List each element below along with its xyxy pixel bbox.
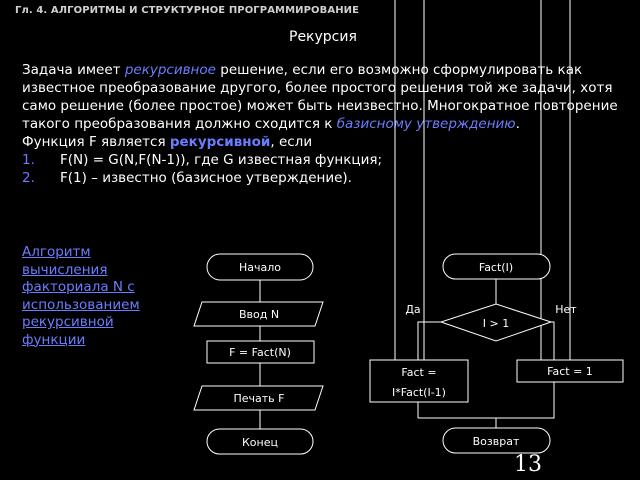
text: решение, если его возможно сформулироват… [22, 62, 618, 132]
base-label: Fact = 1 [547, 365, 593, 378]
terminator-fact [442, 253, 551, 280]
term-recursive-bold: рекурсивной [169, 134, 271, 150]
return-label: Возврат [473, 435, 520, 448]
terminator-return [442, 427, 551, 454]
slide-title: Рекурсия [289, 29, 357, 45]
paragraph-definition: Задача имеет рекурсивное решение, если е… [22, 61, 622, 133]
terminator-start [206, 253, 314, 281]
term-recursive: рекурсивное [124, 62, 216, 78]
body-text: Задача имеет рекурсивное решение, если е… [22, 61, 622, 187]
page-number: 13 [514, 452, 542, 477]
list-number: 2. [22, 170, 35, 186]
no-branch-line [551, 321, 555, 360]
list-number: 1. [22, 152, 35, 168]
term-base-statement: базисному утверждению [336, 116, 516, 132]
process-box [206, 340, 315, 364]
input-label: Ввод N [239, 308, 279, 321]
recursion-connectors [394, 0, 571, 360]
start-label: Начало [239, 261, 281, 274]
recursive-label-line1: Fact = [401, 366, 436, 379]
decision-diamond [439, 303, 553, 342]
chapter-heading: Гл. 4. АЛГОРИТМЫ И СТРУКТУРНОЕ ПРОГРАММИ… [15, 5, 360, 16]
yes-branch-line [417, 321, 441, 360]
io-output [193, 385, 324, 411]
fact-flowchart [369, 253, 624, 454]
base-case-box [516, 359, 624, 383]
main-flowchart [193, 253, 324, 455]
terminator-end [206, 428, 314, 455]
yes-label: Да [405, 303, 420, 316]
output-label: Печать F [234, 392, 285, 405]
merge-line [418, 382, 555, 419]
condition-label: I > 1 [483, 317, 509, 330]
condition-item: 1. F(N) = G(N,F(N-1)), где G известная фу… [22, 151, 622, 169]
fact-start-label: Fact(I) [479, 261, 513, 274]
text: Задача имеет [22, 62, 125, 78]
process-label: F = Fact(N) [229, 346, 291, 359]
io-input [193, 301, 324, 327]
recursive-call-box [369, 359, 469, 403]
end-label: Конец [242, 436, 278, 449]
text: , если [270, 134, 313, 150]
recursive-label-line2: I*Fact(I-1) [392, 386, 446, 399]
text: Функция F является [22, 134, 170, 150]
condition-item: 2. F(1) – известно (базисное утверждение)… [22, 169, 622, 187]
paragraph-function: Функция F является рекурсивной, если [22, 133, 622, 151]
no-label: Нет [555, 303, 577, 316]
condition-text: F(N) = G(N,F(N-1)), где G известная функ… [60, 152, 383, 168]
algorithm-caption: Алгоритм вычисления факториала N с испол… [22, 244, 140, 348]
text: . [515, 116, 520, 132]
condition-text: F(1) – известно (базисное утверждение). [60, 170, 352, 186]
